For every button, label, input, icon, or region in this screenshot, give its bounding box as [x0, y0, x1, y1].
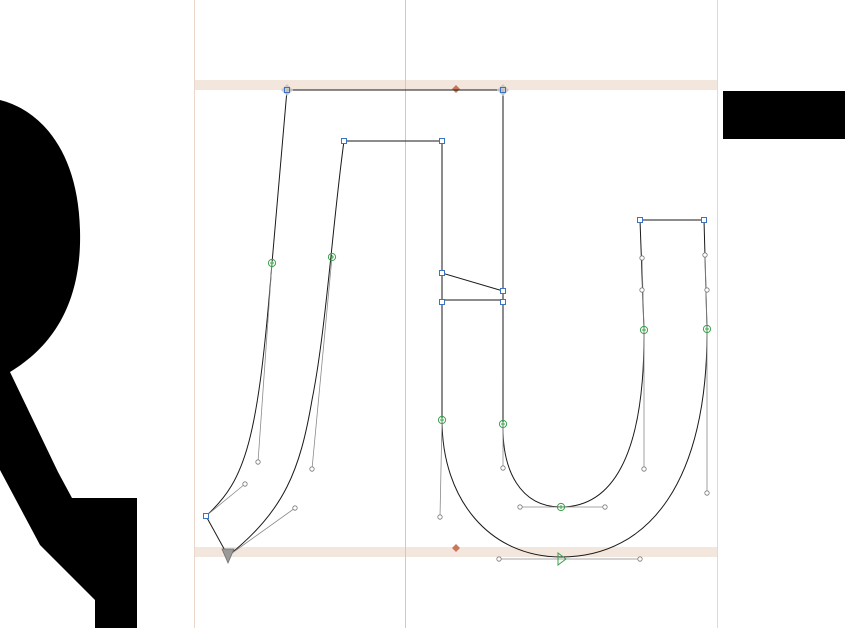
corner-point-icon: [284, 87, 290, 93]
smooth-point-icon: [556, 502, 566, 512]
corner-point-icon: [500, 299, 506, 305]
baseline-marker-icon[interactable]: [452, 544, 460, 552]
corner-point-icon: [439, 299, 445, 305]
smooth-points[interactable]: [267, 252, 712, 512]
smooth-point-icon: [702, 324, 712, 334]
handle-point-icon: [702, 252, 708, 258]
bezier-handles: [205, 254, 708, 560]
smooth-point-icon: [327, 252, 337, 262]
handle-point-icon: [500, 465, 506, 471]
corner-point-icon: [439, 270, 445, 276]
corner-point-icon: [701, 217, 707, 223]
start-point-icon[interactable]: [557, 552, 567, 566]
handle-point-icon: [496, 556, 502, 562]
glyph-contour-bowl[interactable]: [441, 219, 708, 558]
handle-point-icon: [602, 504, 608, 510]
handle-point-icon: [242, 481, 248, 487]
handle-point-icon: [517, 504, 523, 510]
selected-points[interactable]: [221, 84, 509, 565]
handle-points[interactable]: [242, 252, 710, 562]
corner-points[interactable]: [203, 138, 707, 519]
smooth-point-icon: [267, 258, 277, 268]
smooth-point-icon: [437, 415, 447, 425]
ascender-marker-icon[interactable]: [452, 85, 460, 93]
handle-point-icon: [639, 255, 645, 261]
corner-point-icon: [637, 217, 643, 223]
handle-point-icon: [637, 556, 643, 562]
left-neighbor-glyph: [0, 100, 137, 628]
corner-point-icon: [203, 513, 209, 519]
handle-point-icon: [639, 287, 645, 293]
handle-point-icon: [437, 514, 443, 520]
corner-point-icon: [500, 87, 506, 93]
corner-point-icon: [500, 288, 506, 294]
handle-point-icon: [704, 490, 710, 496]
handle-point-icon: [704, 287, 710, 293]
right-neighbor-glyph: [723, 91, 845, 139]
corner-point-icon: [439, 138, 445, 144]
corner-point-icon: [341, 138, 347, 144]
smooth-point-icon: [498, 419, 508, 429]
smooth-point-icon: [639, 325, 649, 335]
selected-point-icon: [221, 548, 235, 565]
handle-point-icon: [255, 459, 261, 465]
glyph-contour-left-leg[interactable]: [205, 89, 504, 557]
handle-point-icon: [292, 505, 298, 511]
handle-point-icon: [309, 466, 315, 472]
handle-point-icon: [641, 466, 647, 472]
